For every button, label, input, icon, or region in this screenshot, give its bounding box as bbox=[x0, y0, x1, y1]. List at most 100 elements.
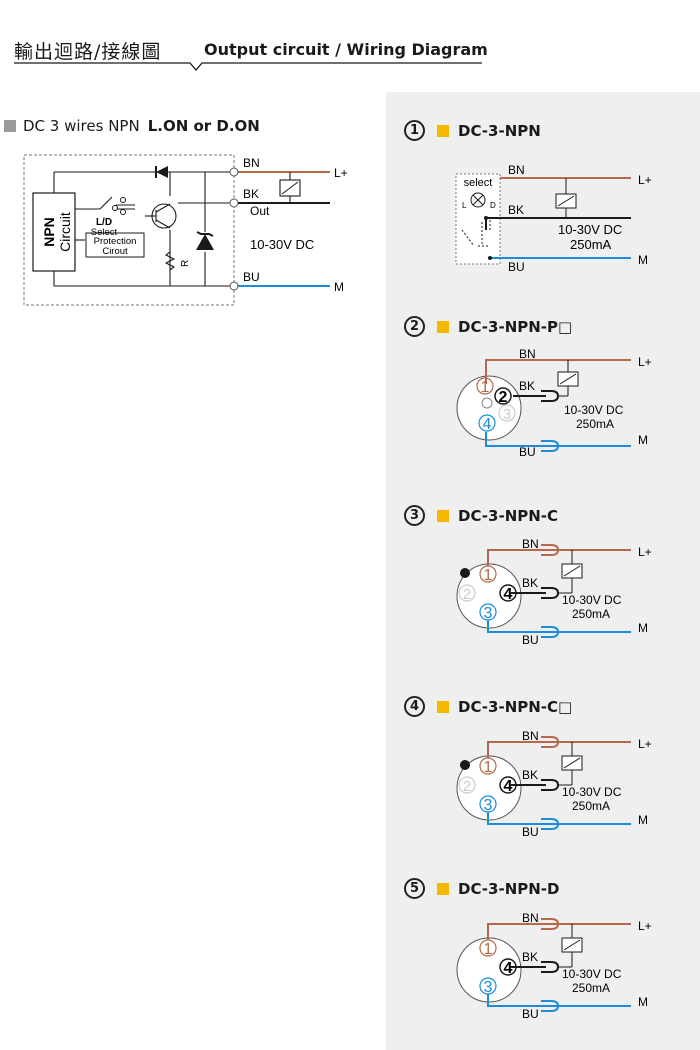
zener-diode-icon bbox=[196, 234, 214, 250]
bk-label: BK bbox=[243, 187, 259, 201]
bu-connector-icon bbox=[541, 626, 560, 638]
section-title-text: DC-3-NPN-C□ bbox=[458, 697, 573, 716]
current-label: 250mA bbox=[572, 799, 610, 813]
pin-2: 2 bbox=[463, 778, 471, 795]
bu-wire bbox=[487, 994, 631, 1007]
m-label: M bbox=[638, 621, 648, 635]
bk-label: BK bbox=[522, 768, 538, 782]
bu-wire bbox=[487, 620, 631, 633]
m-label: M bbox=[638, 995, 648, 1009]
lplus-label: L+ bbox=[638, 355, 652, 369]
bu-connector-icon bbox=[541, 818, 560, 830]
lplus-label: L+ bbox=[638, 173, 652, 187]
pin-3: 3 bbox=[484, 605, 493, 622]
bn-label: BN bbox=[508, 163, 525, 177]
lplus-label: L+ bbox=[638, 737, 652, 751]
header-underline bbox=[14, 62, 482, 71]
bn-wire bbox=[487, 741, 631, 758]
section-3-title: 3 DC-3-NPN-C bbox=[404, 505, 558, 526]
yellow-square-icon bbox=[437, 509, 449, 522]
bu-wire bbox=[485, 432, 631, 447]
pin-2: 2 bbox=[499, 389, 508, 406]
section-title-text: DC-3-NPN-P□ bbox=[458, 317, 573, 336]
left-heading-modes: L.ON or D.ON bbox=[147, 117, 260, 135]
switch-contact bbox=[120, 209, 126, 215]
bu-label: BU bbox=[519, 445, 536, 459]
section-5-diagram: 1 3 4 BN BK BU L+ M 10-30V DC 250mA bbox=[456, 912, 652, 1021]
yellow-square-icon bbox=[437, 320, 449, 333]
protection-label: Protection bbox=[94, 236, 137, 247]
bn-connector-icon bbox=[541, 918, 560, 930]
bn-wire bbox=[487, 923, 631, 940]
section-5-title: 5 DC-3-NPN-D bbox=[404, 878, 559, 899]
pin-1: 1 bbox=[481, 379, 490, 396]
section-title-text: DC-3-NPN bbox=[458, 121, 541, 140]
section-2-title: 2 DC-3-NPN-P□ bbox=[404, 316, 572, 337]
bu-label: BU bbox=[522, 633, 539, 647]
section-title-text: DC-3-NPN-C bbox=[458, 506, 559, 525]
section-title-text: DC-3-NPN-D bbox=[458, 879, 560, 898]
voltage-label: 10-30V DC bbox=[562, 593, 622, 607]
pin-4: 4 bbox=[483, 416, 492, 433]
select-text: select bbox=[464, 177, 493, 189]
diode-icon bbox=[156, 166, 168, 178]
section-2-diagram: 1 2 3 4 BN BK BU L+ M 10-30V DC 250mA bbox=[456, 348, 652, 459]
section-number-badge: 5 bbox=[404, 878, 425, 899]
bk-label: BK bbox=[522, 576, 538, 590]
section-number-badge: 2 bbox=[404, 316, 425, 337]
sensor-boundary bbox=[23, 154, 235, 306]
yellow-square-icon bbox=[437, 124, 449, 137]
switch-contact bbox=[112, 205, 118, 211]
left-heading-prefix: DC 3 wires NPN bbox=[23, 117, 140, 135]
protection-block bbox=[85, 232, 145, 258]
section-3-diagram: 1 2 3 4 BN BK BU L+ M 10-30V DC 250mA bbox=[456, 538, 652, 647]
bu-connector-icon bbox=[541, 440, 560, 452]
bk-label: BK bbox=[508, 203, 524, 217]
header-title-en: Output circuit / Wiring Diagram bbox=[204, 40, 488, 59]
voltage-label: 10-30V DC bbox=[558, 222, 622, 237]
l-text: L bbox=[462, 201, 467, 210]
pin-4: 4 bbox=[504, 960, 513, 977]
m-label: M bbox=[638, 253, 648, 267]
section-number-badge: 1 bbox=[404, 120, 425, 141]
section-4-diagram: 1 2 3 4 BN BK BU L+ M 10-30V DC 250mA bbox=[456, 730, 652, 839]
d-text: D bbox=[490, 201, 496, 210]
section-4-title: 4 DC-3-NPN-C□ bbox=[404, 696, 572, 717]
bk-label: BK bbox=[519, 379, 535, 393]
bn-connector-icon bbox=[541, 736, 560, 748]
m-label: M bbox=[638, 813, 648, 827]
selector-knob-icon bbox=[470, 192, 486, 208]
voltage-label: 10-30V DC bbox=[250, 237, 314, 252]
pin-1: 1 bbox=[484, 759, 493, 776]
bn-wire bbox=[487, 549, 631, 566]
section-1-title: 1 DC-3-NPN bbox=[404, 120, 541, 141]
terminal-bk bbox=[229, 198, 239, 208]
bk-label: BK bbox=[522, 950, 538, 964]
lplus-label: L+ bbox=[334, 166, 348, 180]
circuit-wires bbox=[53, 171, 234, 287]
terminal-bn bbox=[229, 167, 239, 177]
bn-label: BN bbox=[522, 730, 539, 743]
current-label: 250mA bbox=[572, 981, 610, 995]
m-label: M bbox=[638, 433, 648, 447]
voltage-label: 10-30V DC bbox=[562, 785, 622, 799]
bn-wire bbox=[485, 359, 631, 384]
bu-wire bbox=[487, 812, 631, 825]
lplus-label: L+ bbox=[638, 919, 652, 933]
bn-connector-icon bbox=[541, 544, 560, 556]
pin-2: 2 bbox=[463, 586, 471, 603]
m-label: M bbox=[334, 280, 344, 294]
ld-label: L/D bbox=[96, 217, 112, 228]
pin-3: 3 bbox=[503, 406, 511, 423]
voltage-label: 10-30V DC bbox=[564, 403, 624, 417]
pin-1: 1 bbox=[484, 567, 493, 584]
section-number-badge: 3 bbox=[404, 505, 425, 526]
npn-circuit-diagram: NPN Circuit Protection Cirout L/D Select… bbox=[23, 154, 348, 306]
npn-circuit-block bbox=[32, 192, 76, 272]
select-label: Select bbox=[91, 227, 118, 238]
cirout-label: Cirout bbox=[102, 246, 128, 257]
current-label: 250mA bbox=[570, 237, 612, 252]
bn-label: BN bbox=[243, 156, 260, 170]
section-1-diagram: select L D BN BK BU L+ M 10-30V DC 250mA bbox=[455, 163, 652, 274]
yellow-square-icon bbox=[437, 882, 449, 895]
